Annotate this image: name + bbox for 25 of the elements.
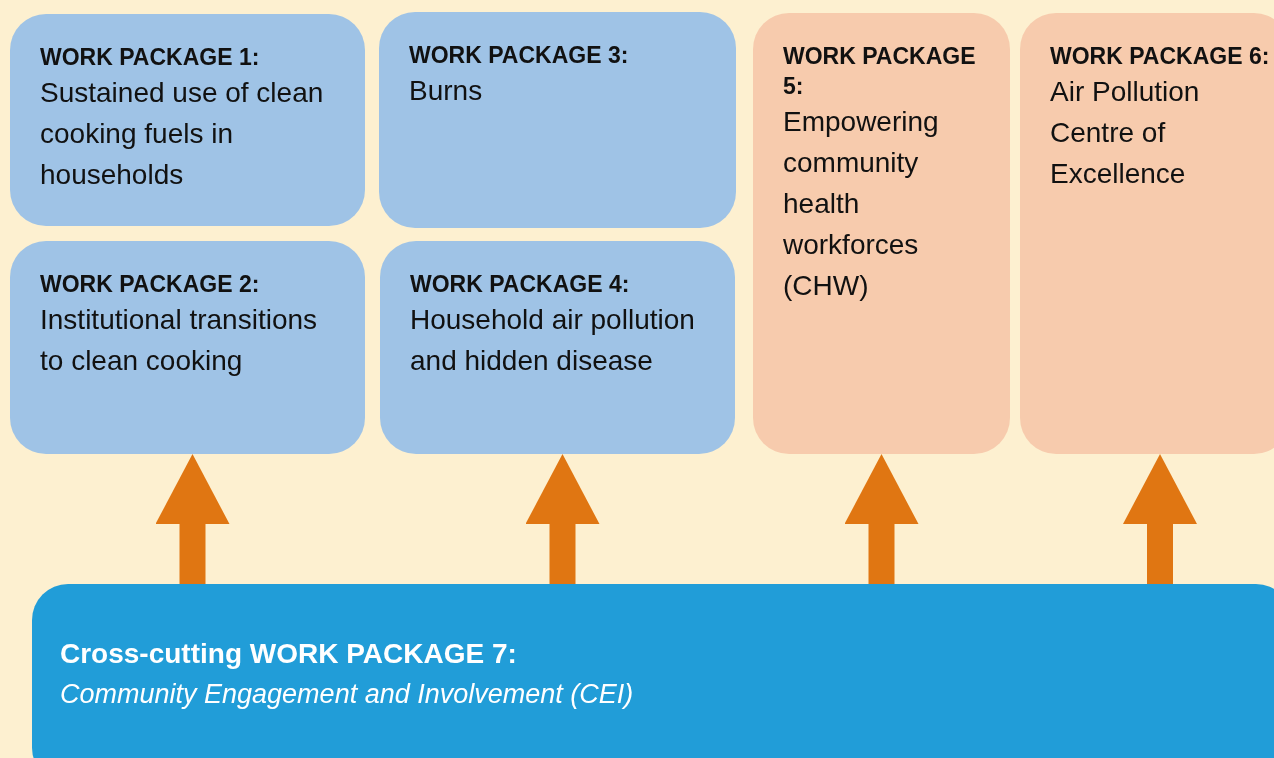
arrow: [155, 454, 230, 584]
box-text: Sustained use of clean cooking fuels in households: [40, 76, 325, 192]
arrow: [1123, 454, 1197, 584]
box-text: Household air pollution and hidden disease: [410, 303, 696, 378]
box-text: Air Pollution Centre of Excellence: [1050, 75, 1201, 191]
work-package-box: [10, 241, 365, 454]
box-text: Burns: [409, 74, 483, 108]
box-heading: WORK PACKAGE 4:: [410, 270, 630, 299]
box-heading: WORK PACKAGE 5:: [783, 42, 977, 101]
work-package-box: [10, 14, 365, 226]
box-text: Institutional transitions to clean cooking: [40, 303, 319, 378]
arrow: [525, 454, 600, 584]
work-package-box: [380, 241, 735, 454]
box-heading: WORK PACKAGE 3:: [409, 41, 629, 70]
box-heading: WORK PACKAGE 1:: [40, 43, 260, 72]
box-text: Empowering community health workforces (CHW): [783, 105, 940, 303]
work-package-box: [753, 13, 1010, 454]
arrow: [844, 454, 919, 584]
box-heading: Cross-cutting WORK PACKAGE 7:: [60, 637, 517, 671]
box-text: Community Engagement and Involvement (CEI): [60, 678, 634, 711]
work-package-box: [379, 12, 736, 228]
box-heading: WORK PACKAGE 2:: [40, 270, 260, 299]
work-package-box: [1020, 13, 1274, 454]
work-package-box: [32, 584, 1274, 758]
box-heading: WORK PACKAGE 6:: [1050, 42, 1270, 71]
